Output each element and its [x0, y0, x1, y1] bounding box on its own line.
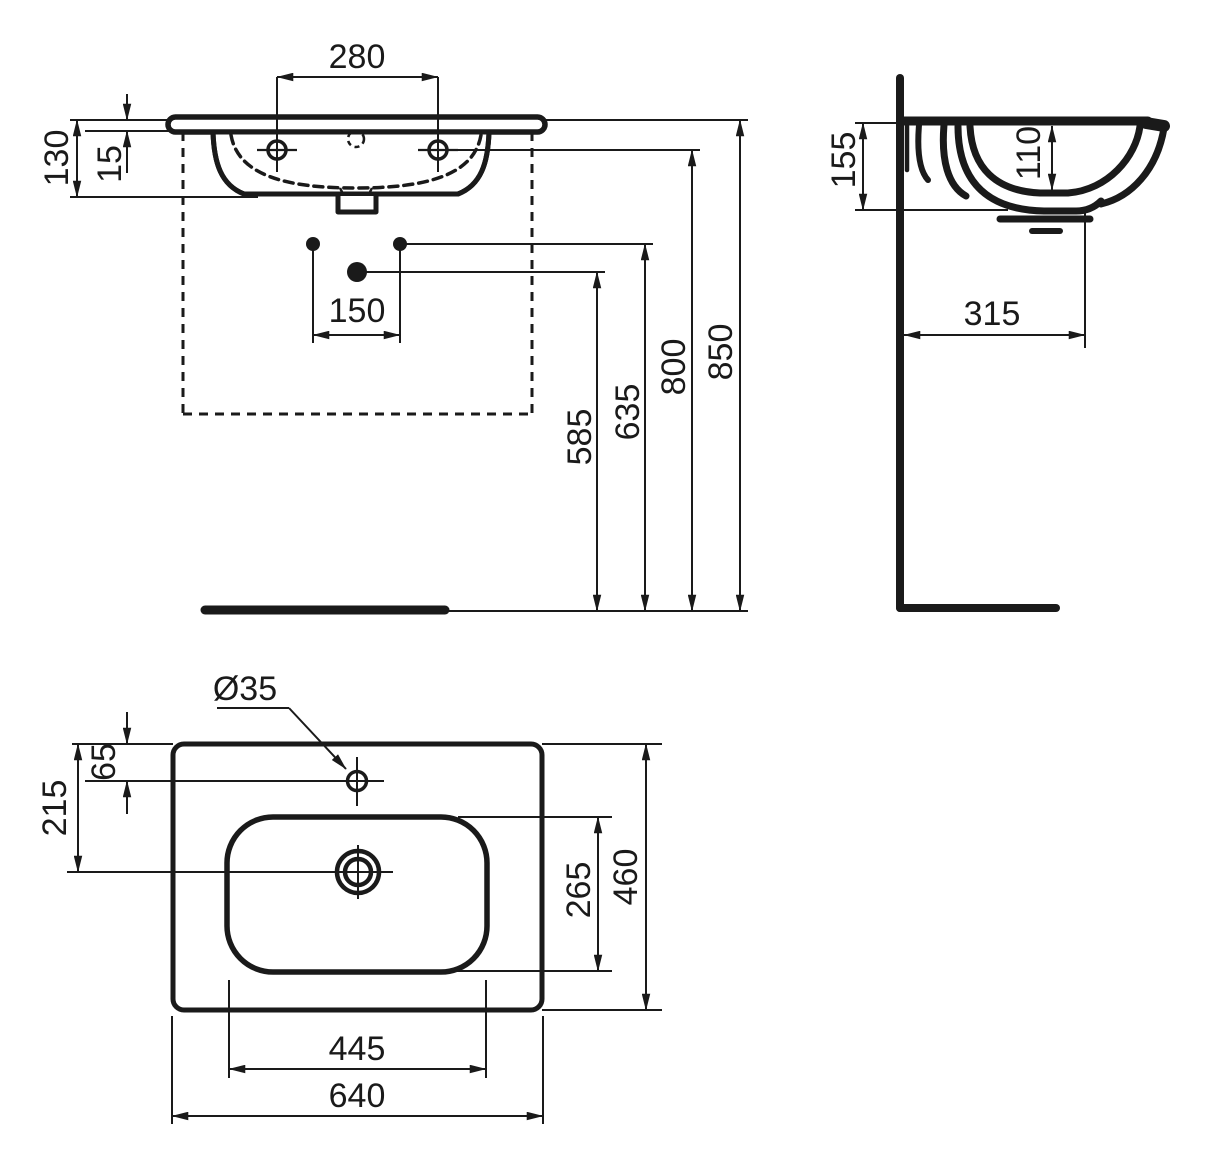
rear-shell-section: [939, 121, 970, 200]
dimension-label-640: 640: [329, 1077, 386, 1115]
dimension-label-150: 150: [329, 292, 386, 330]
overflow-hole-dashed: [346, 129, 366, 149]
dimension-label-215: 215: [36, 780, 74, 837]
cabinet-outline-dashed: [181, 132, 534, 416]
drain-trap-front: [335, 193, 379, 215]
dimension-label-460: 460: [607, 849, 645, 906]
side-view: 155 110 315: [825, 74, 1170, 612]
dimension-label-265: 265: [560, 862, 598, 919]
dimension-label-110: 110: [1010, 126, 1048, 180]
bowl-outer-section: [954, 122, 1105, 215]
dimension-label-155: 155: [825, 132, 863, 189]
basin-body-front-outline: [210, 129, 492, 197]
top-dimension-lines: [73, 712, 651, 1121]
basin-front-lip-section: [1140, 117, 1170, 132]
dimension-label-445: 445: [329, 1030, 386, 1068]
dimension-label-585: 585: [561, 409, 599, 466]
bowl-inner-section: [966, 122, 1144, 197]
dimension-label-280: 280: [329, 38, 386, 76]
faucet-diameter-leader: [217, 707, 347, 770]
drain-hidden-edge-dashed: [338, 187, 374, 197]
front-view: 280 130 15 150 585 635 800 850: [38, 38, 748, 615]
front-face-section: [1097, 124, 1168, 208]
top-view: Ø35 65 215 265 460 445 640: [36, 670, 662, 1124]
dimension-label-315: 315: [964, 295, 1021, 333]
side-dimension-lines: [858, 122, 1086, 340]
dimension-label-130: 130: [38, 130, 76, 187]
dimension-label-850: 850: [702, 324, 740, 381]
rear-wall-section: [915, 122, 931, 183]
dimension-label-15: 15: [91, 145, 129, 183]
bowl-hidden-edge-dashed: [229, 133, 483, 190]
front-dimension-lines: [72, 72, 745, 612]
dimension-label-800: 800: [655, 339, 693, 396]
dimension-label-65: 65: [85, 743, 123, 781]
dimension-label-dia35: Ø35: [213, 670, 277, 708]
dimension-label-635: 635: [609, 384, 647, 441]
basin-body-front-edge: [210, 129, 492, 197]
